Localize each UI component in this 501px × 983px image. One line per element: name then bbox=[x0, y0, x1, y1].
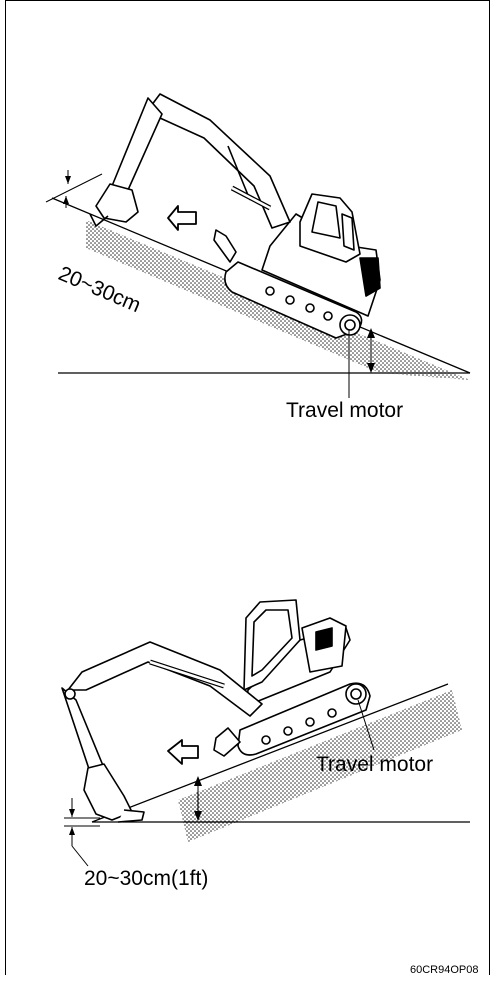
bottom-dimension-label: 20~30cm(1ft) bbox=[84, 867, 209, 890]
bottom-motor-leader bbox=[357, 699, 375, 751]
top-travel-direction-arrow bbox=[167, 205, 197, 231]
top-excavator bbox=[89, 93, 381, 339]
bottom-scene bbox=[61, 599, 470, 867]
bottom-excavator bbox=[61, 599, 371, 823]
bottom-travel-motor-label: Travel motor bbox=[316, 753, 434, 776]
figure-code: 60CR94OP08 bbox=[410, 964, 479, 976]
figure-frame bbox=[5, 0, 490, 975]
top-scene bbox=[45, 93, 471, 398]
bottom-slope-dots bbox=[178, 690, 462, 842]
bottom-travel-direction-arrow bbox=[167, 739, 199, 765]
top-travel-motor-label: Travel motor bbox=[286, 399, 404, 422]
bottom-slope-line bbox=[91, 683, 449, 823]
